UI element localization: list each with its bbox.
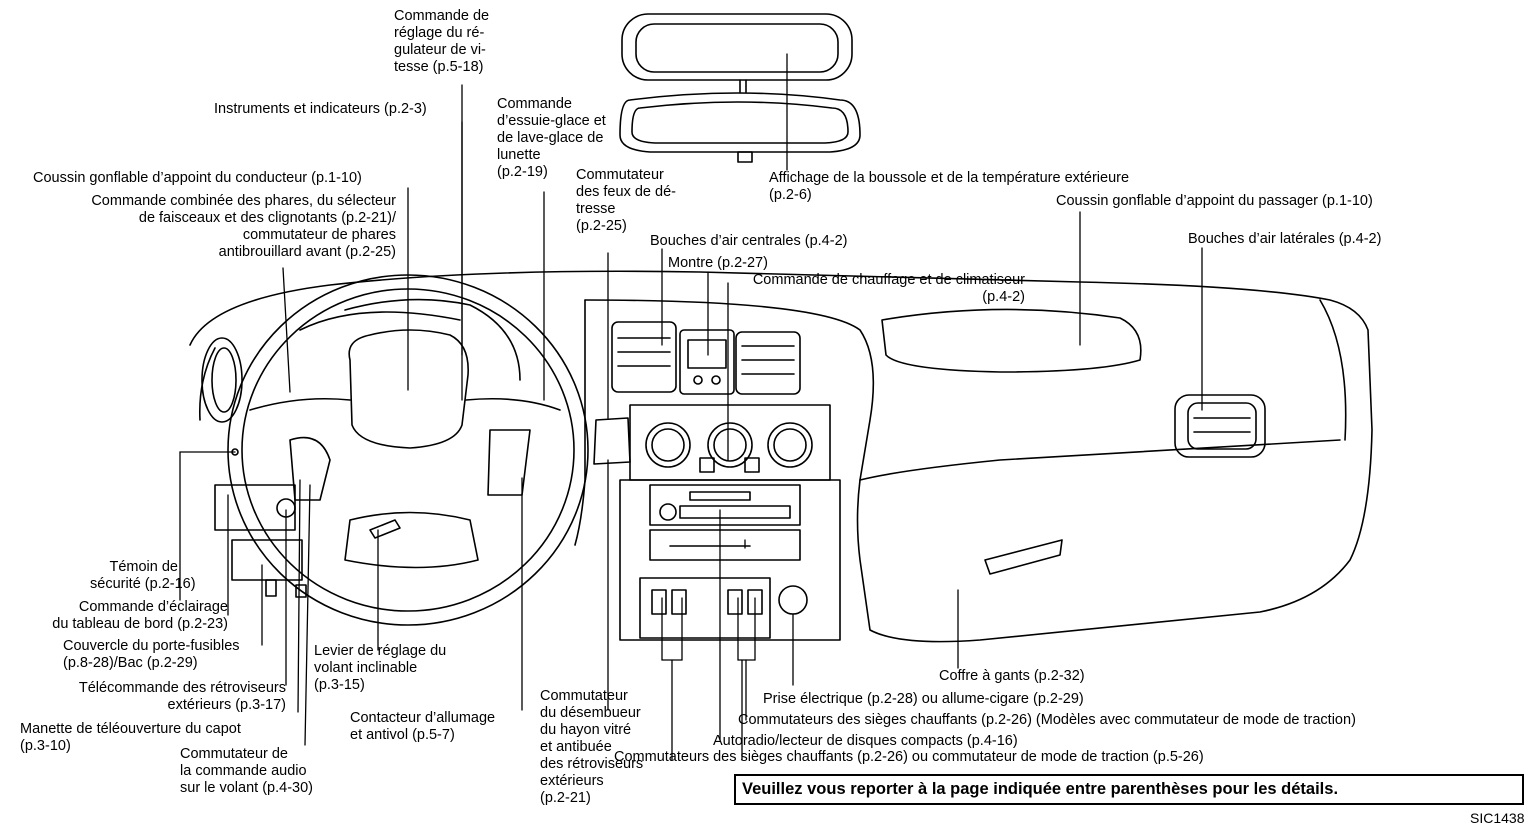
label-security-indicator: Témoin de sécurité (p.2-16) [90,559,196,592]
label-heater-control: Commande de chauffage et de climatiseur … [752,272,1025,305]
label-radio-cd: Autoradio/lecteur de disques compacts (p… [713,733,1018,749]
label-heated-seat-traction: Commutateurs des sièges chauffants (p.2-… [738,712,1356,728]
label-clock: Montre (p.2-27) [668,255,768,271]
label-heated-seat-or-traction: Commutateurs des sièges chauffants (p.2-… [614,749,1204,765]
label-center-vents: Bouches d’air centrales (p.4-2) [650,233,848,249]
label-fuse-cover: Couvercle du porte-fusibles (p.8-28)/Bac… [63,638,240,671]
label-hood-release: Manette de téléouverture du capot (p.3-1… [20,721,241,754]
label-side-vents: Bouches d’air latérales (p.4-2) [1188,231,1382,247]
label-driver-airbag: Coussin gonflable d’appoint du conducteu… [33,170,362,186]
label-mirror-remote: Télécommande des rétroviseurs extérieurs… [78,680,286,713]
figure-code: SIC1438 [1470,810,1525,826]
label-illumination-control: Commande d’éclairage du tableau de bord … [52,599,228,632]
label-compass-display: Affichage de la boussole et de la tempér… [769,170,1130,203]
dashboard-outline [189,270,1373,643]
label-ignition-switch: Contacteur d’allumage et antivol (p.5-7) [350,710,496,743]
label-headlight-switch: Commande combinée des phares, du sélecte… [91,193,396,260]
label-wiper-switch: Commande d’essuie-glace et de lave-glace… [497,96,606,180]
label-defogger-switch: Commutateur du désembueur du hayon vitré… [540,688,644,806]
label-tilt-lever: Levier de réglage du volant inclinable (… [314,643,447,693]
leader-lines [179,53,1203,761]
label-passenger-airbag: Coussin gonflable d’appoint du passager … [1056,193,1373,209]
rearview-mirror [619,13,861,163]
label-audio-steering-switch: Commutateur de la commande audio sur le … [180,746,313,796]
label-hazard-switch: Commutateur des feux de dé- tresse (p.2-… [576,167,676,234]
label-instruments: Instruments et indicateurs (p.2-3) [214,101,427,117]
label-glove-box: Coffre à gants (p.2-32) [939,668,1085,684]
reference-note: Veuillez vous reporter à la page indiqué… [734,774,1524,805]
label-cruise-control: Commande de réglage du ré- gulateur de v… [394,8,490,75]
label-power-outlet: Prise électrique (p.2-28) ou allume-ciga… [763,691,1084,707]
